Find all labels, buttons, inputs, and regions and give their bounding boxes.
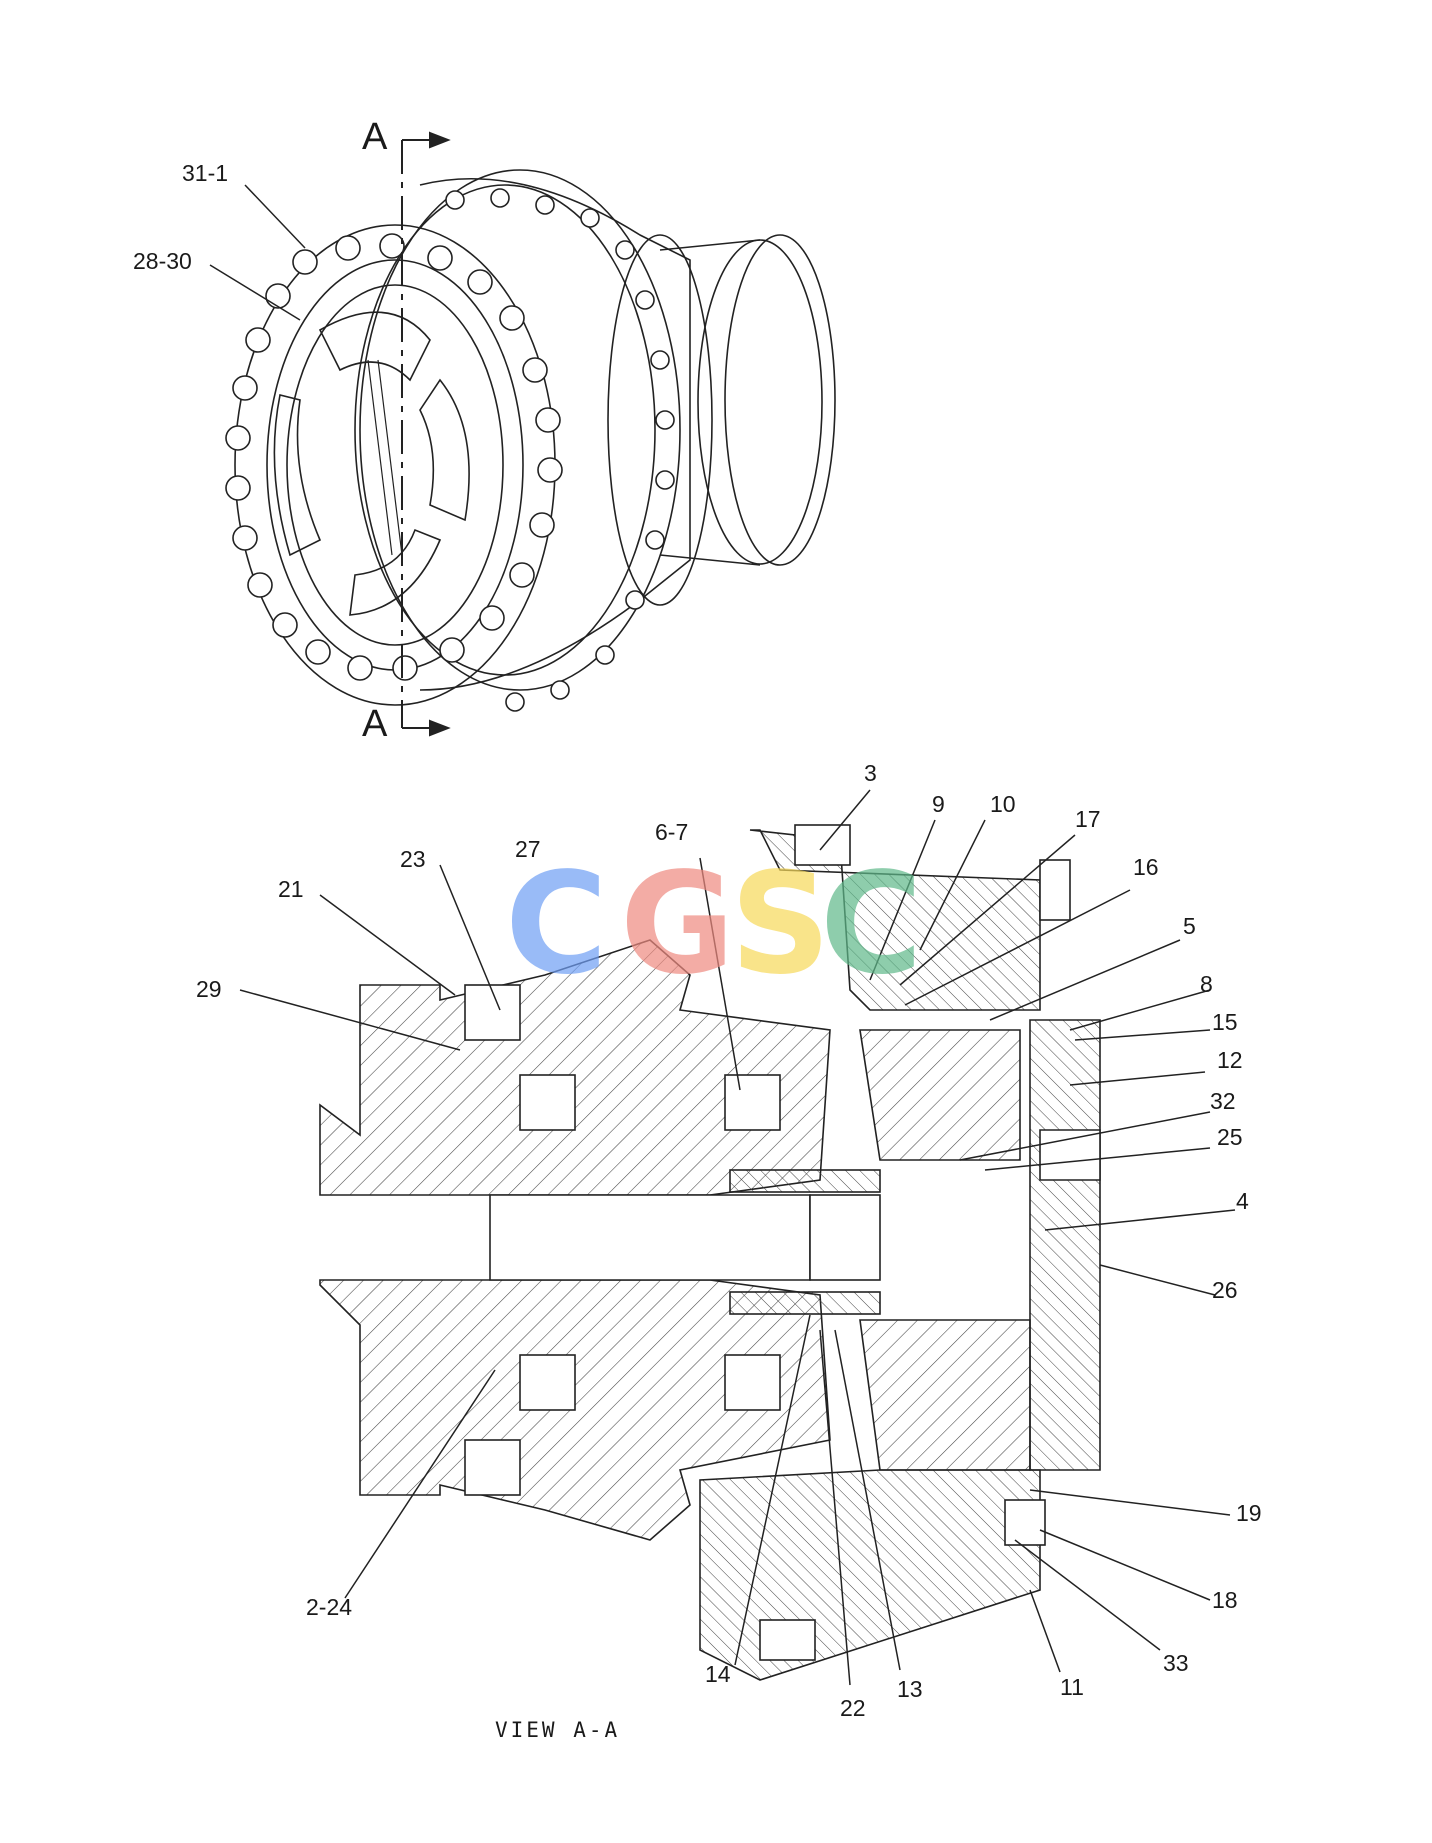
callout-28-30: 28-30 bbox=[133, 248, 192, 274]
callout-19: 19 bbox=[1236, 1500, 1262, 1526]
section-letter-top: A bbox=[362, 116, 388, 158]
callout-8: 8 bbox=[1200, 971, 1213, 997]
callout-25: 25 bbox=[1217, 1124, 1243, 1150]
callout-26: 26 bbox=[1212, 1277, 1238, 1303]
callout-12: 12 bbox=[1217, 1047, 1243, 1073]
callout-15: 15 bbox=[1212, 1009, 1238, 1035]
callout-33: 33 bbox=[1163, 1650, 1189, 1676]
callout-23: 23 bbox=[400, 846, 426, 872]
callout-5: 5 bbox=[1183, 913, 1196, 939]
callout-17: 17 bbox=[1075, 806, 1101, 832]
callout-22: 22 bbox=[840, 1695, 866, 1721]
watermark-letter-c1: C bbox=[505, 843, 608, 1006]
watermark-letter-c2: C bbox=[820, 843, 923, 1006]
section-letter-bottom: A bbox=[362, 703, 388, 745]
view-caption: VIEW A-A bbox=[495, 1718, 621, 1742]
callout-3: 3 bbox=[864, 760, 877, 786]
callout-21: 21 bbox=[278, 876, 304, 902]
callout-27: 27 bbox=[515, 836, 541, 862]
watermark-letter-s: S bbox=[730, 843, 831, 1006]
section-view-a-a bbox=[319, 824, 1101, 1681]
isometric-final-drive-view bbox=[225, 169, 836, 712]
callout-16: 16 bbox=[1133, 854, 1159, 880]
callout-9: 9 bbox=[932, 791, 945, 817]
callout-29: 29 bbox=[196, 976, 222, 1002]
watermark-letter-g: G bbox=[620, 843, 735, 1006]
callout-10: 10 bbox=[990, 791, 1016, 817]
callout-4: 4 bbox=[1236, 1188, 1249, 1214]
callout-6-7: 6-7 bbox=[655, 819, 689, 845]
leader-lines bbox=[209, 184, 1236, 1686]
callout-14: 14 bbox=[705, 1661, 731, 1687]
section-line-a-a bbox=[401, 131, 451, 737]
callout-13: 13 bbox=[897, 1676, 923, 1702]
callout-2-24: 2-24 bbox=[306, 1594, 353, 1620]
callout-31-1: 31-1 bbox=[182, 160, 229, 186]
callout-32: 32 bbox=[1210, 1088, 1236, 1114]
callout-11: 11 bbox=[1060, 1674, 1084, 1700]
callout-18: 18 bbox=[1212, 1587, 1238, 1613]
